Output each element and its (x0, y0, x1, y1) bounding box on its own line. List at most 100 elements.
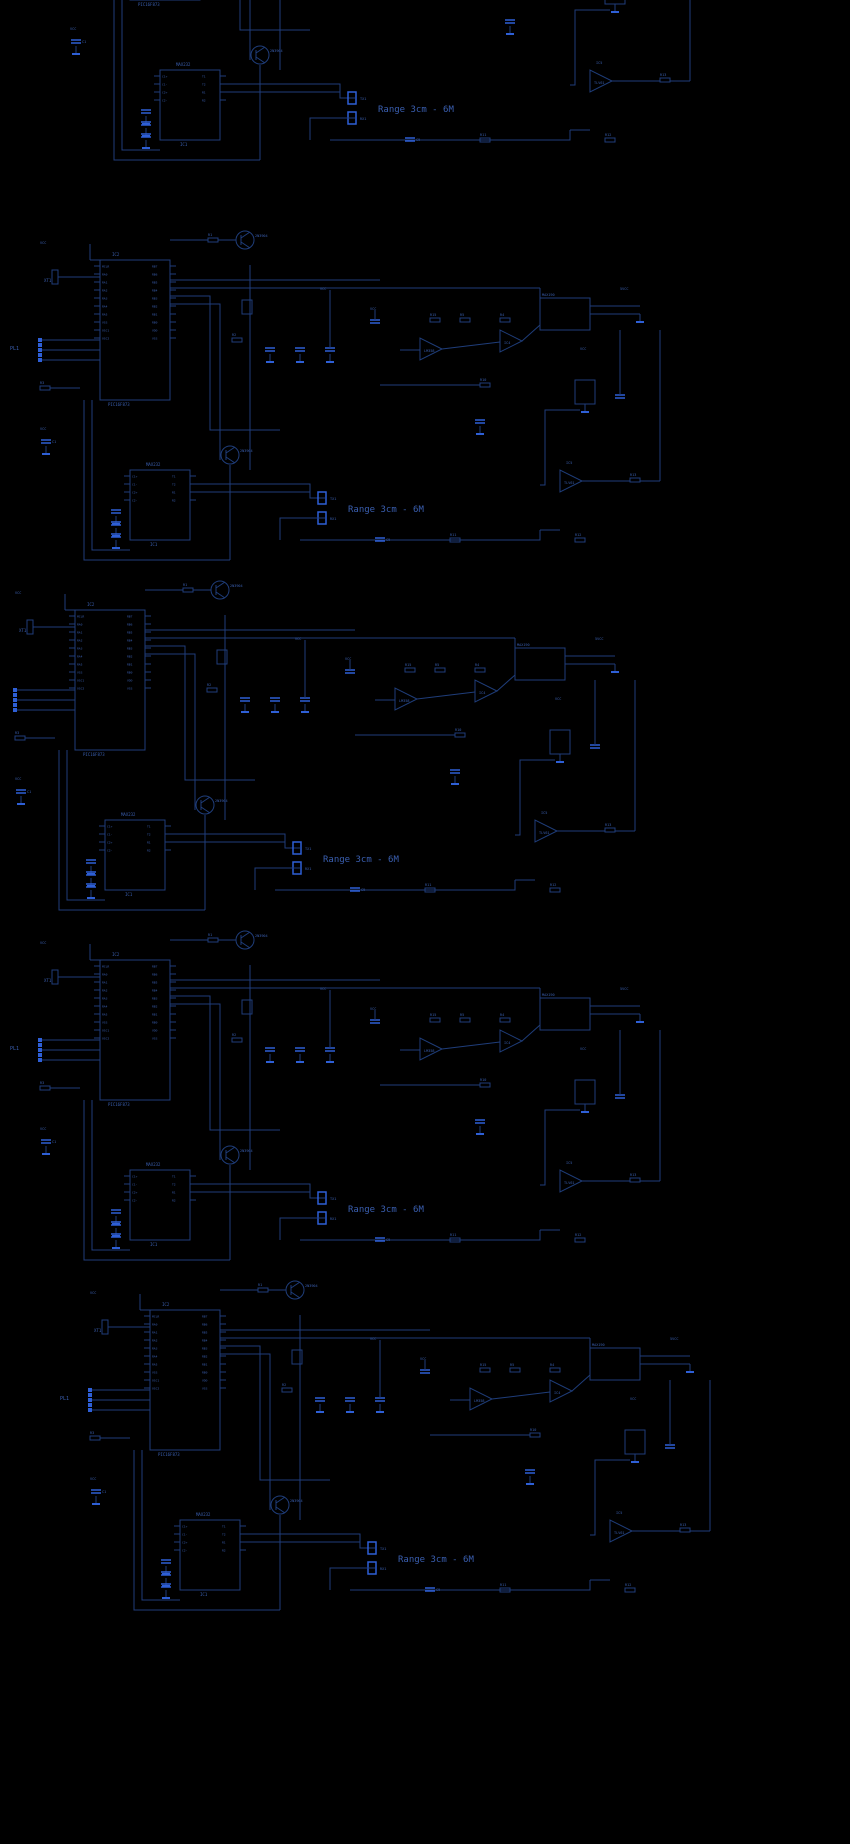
transistor-symbol (285, 1280, 305, 1300)
pin-label: T2 (202, 83, 206, 87)
pin-label: T2 (172, 483, 176, 487)
pin-label: RA1 (102, 981, 108, 985)
pin-label: RB3 (152, 297, 158, 301)
header-pin (88, 1398, 92, 1402)
schematic-block-1: IC2PIC16F873MCLRRA0RA1RA2RA3RA4RA5VSSOSC… (70, 0, 691, 161)
supply-label: VCC (40, 941, 46, 945)
resistor-body (231, 1037, 243, 1043)
resistor-body (479, 137, 491, 143)
resistor-body (509, 1367, 521, 1373)
pin-label: RA4 (102, 305, 108, 309)
crystal-body (51, 969, 59, 985)
wire (58, 750, 205, 911)
pin-label: RB7 (127, 615, 133, 619)
capacitor-label: C9 (436, 1588, 440, 1592)
pin-label: C1- (132, 1183, 138, 1187)
pin-label: VDD (202, 1379, 208, 1383)
resistor-body (659, 77, 671, 83)
opamp-label: IC4 (504, 1041, 510, 1045)
wire (190, 483, 325, 499)
pin-label: RA0 (102, 273, 108, 277)
pin-label: RA3 (102, 297, 108, 301)
resistor-body (574, 537, 586, 543)
crystal-label: XT1 (44, 978, 52, 983)
rx-label: RX1 (380, 1567, 386, 1571)
pin-label: VSS (102, 321, 108, 325)
pin-label: RA2 (152, 1339, 158, 1343)
pin-label: T1 (147, 825, 151, 829)
wire (215, 591, 226, 599)
transistor-pair (291, 1349, 303, 1365)
wire (590, 1459, 630, 1536)
pin-label: RA4 (77, 655, 83, 659)
pin-label: T1 (172, 1175, 176, 1179)
wire (133, 1450, 280, 1611)
transistor-symbol (235, 230, 255, 250)
pin-label: VSS (152, 1371, 158, 1375)
adc-label: MAX190 (542, 293, 555, 297)
resistor-label: R15 (405, 663, 411, 667)
supply-label: VCC (90, 1291, 96, 1295)
range-caption: Range 3cm - 6M (378, 105, 454, 115)
pin-label: RB5 (152, 281, 158, 285)
driver-label: MAX232 (146, 1162, 161, 1167)
pin-label: C2- (182, 1549, 188, 1553)
resistor-body (459, 1017, 471, 1023)
resistor-label: R11 (500, 1583, 506, 1587)
resistor-body (207, 937, 219, 943)
resistor-body (479, 1082, 491, 1088)
tx-label: TX1 (330, 497, 336, 501)
wire (240, 931, 251, 939)
supply-label: VCC (70, 27, 76, 31)
resistor-body (549, 887, 561, 893)
supply-label: VCC (580, 1047, 586, 1051)
label: IC2 (112, 952, 120, 957)
capacitor-label: C9 (386, 538, 390, 542)
wire (441, 341, 501, 350)
resistor-label: R3 (40, 381, 44, 385)
wire (170, 995, 280, 1131)
pin-label: C2+ (162, 91, 168, 95)
resistor-label: R10 (455, 728, 461, 732)
wire (330, 130, 571, 141)
transistor-label: 2N3904 (240, 1149, 253, 1153)
opamp-symbol (549, 1379, 574, 1403)
wire (240, 241, 251, 249)
rx-label: RX1 (305, 867, 311, 871)
supply-label: VCC (370, 1007, 376, 1011)
header-pin (38, 1048, 42, 1052)
pin-label: T1 (222, 1525, 226, 1529)
wire (329, 1567, 375, 1590)
pin-label: VSS (77, 671, 83, 675)
pin-label: C1- (107, 833, 113, 837)
resistor-label: R4 (550, 1363, 554, 1367)
resistor-body (499, 317, 511, 323)
pin-label: RB5 (202, 1331, 208, 1335)
resistor-body (39, 385, 51, 391)
mcu-part-label: PIC16F873 (138, 2, 160, 7)
label: IC5 (596, 61, 602, 65)
header-pin (13, 703, 17, 707)
pin-label: MCLR (152, 1315, 159, 1319)
driver-label: MAX232 (176, 62, 191, 67)
resistor-body (549, 1367, 561, 1373)
wire (350, 1580, 591, 1591)
wire (290, 1281, 301, 1289)
supply-label: VCC (580, 347, 586, 351)
pin-label: T1 (202, 75, 206, 79)
mcu-chip (149, 1309, 221, 1451)
resistor-label: R2 (282, 1383, 286, 1387)
potentiometer (549, 729, 571, 755)
pin-label: RB4 (152, 989, 158, 993)
pin-label: RA0 (77, 623, 83, 627)
range-caption: Range 3cm - 6M (348, 1205, 424, 1215)
resistor-label: R3 (40, 1081, 44, 1085)
wire (200, 796, 211, 804)
pin-label: OSC1 (102, 1029, 109, 1033)
potentiometer (574, 1079, 596, 1105)
resistor-label: R11 (425, 883, 431, 887)
driver-chip (159, 69, 221, 141)
pin-label: R1 (147, 841, 151, 845)
header-pin (88, 1388, 92, 1392)
